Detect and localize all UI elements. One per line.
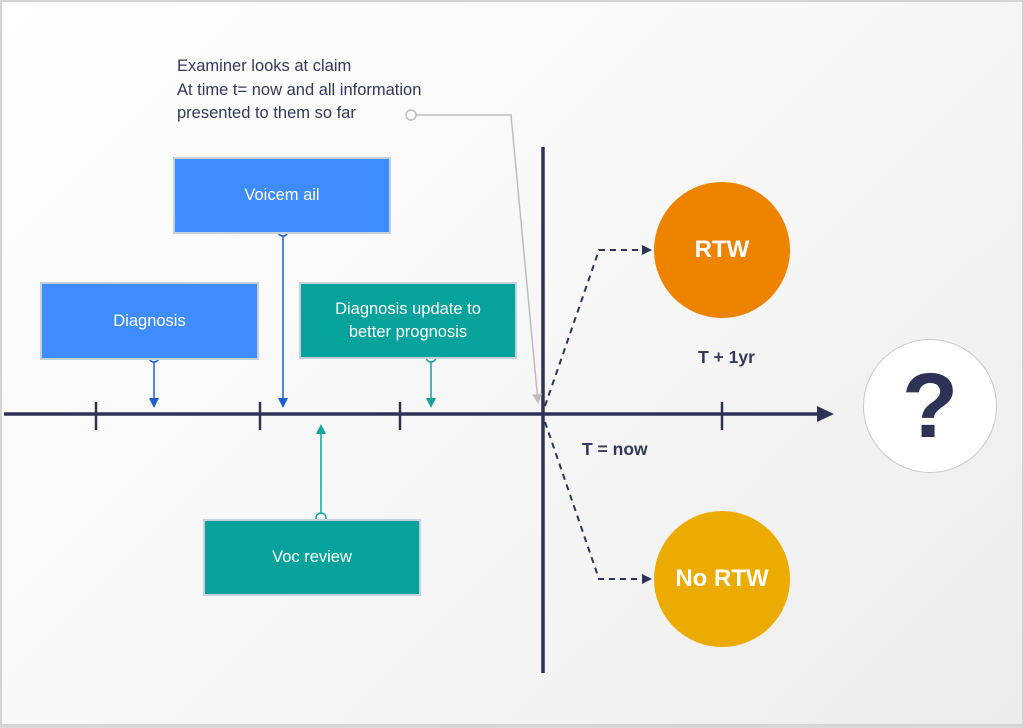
- diagnosis-update-label-line: better prognosis: [348, 322, 468, 341]
- annotation-line: At time t= now and all information: [177, 80, 422, 99]
- rtw-outcome: RTW: [654, 182, 790, 318]
- now-label: T = now: [582, 439, 648, 459]
- diagnosis-label: Diagnosis: [113, 311, 186, 330]
- annotation-leader-anchor: [405, 109, 417, 121]
- future-label: T + 1yr: [698, 347, 755, 367]
- voc-review-label: Voc review: [272, 548, 352, 566]
- annotation-line: presented to them so far: [177, 104, 356, 122]
- examiner-annotation: Examiner looks at claim At time t= now a…: [177, 55, 421, 126]
- voicemail-event-box: Voicem ail: [173, 157, 391, 234]
- no-rtw-branch: [544, 421, 652, 584]
- voicemail-label: Voicem ail: [244, 186, 320, 204]
- diagnosis-update-label-line: Diagnosis update to: [335, 299, 481, 318]
- annotation-line: Examiner looks at claim: [177, 57, 352, 75]
- time-axis-arrowhead: [817, 406, 834, 422]
- diagnosis-event-box: Diagnosis: [40, 282, 259, 360]
- question-mark-icon: ?: [901, 354, 959, 457]
- annotation-leader: [416, 114, 543, 404]
- no-rtw-label: No RTW: [675, 565, 769, 592]
- no-rtw-outcome: No RTW: [654, 511, 790, 647]
- voc-review-event-box: Voc review: [203, 519, 421, 596]
- diagnosis-update-event-box: Diagnosis update to better prognosis: [299, 282, 517, 359]
- rtw-label: RTW: [694, 236, 750, 263]
- unknown-outcome: ?: [863, 339, 997, 473]
- rtw-branch: [544, 245, 652, 407]
